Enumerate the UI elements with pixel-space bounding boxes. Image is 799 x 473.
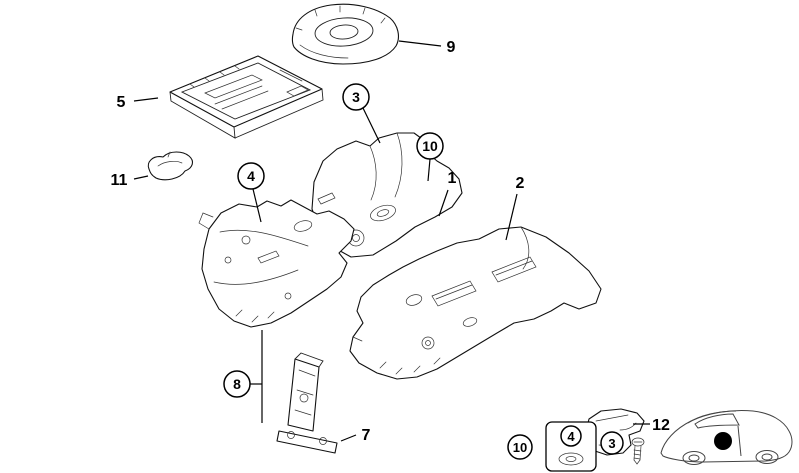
- legend-3-circle[interactable]: [600, 431, 624, 455]
- rear-carpet-detail-lines: [352, 226, 537, 375]
- callout-3-circle[interactable]: [342, 83, 370, 111]
- part-rear-floor-covering: [349, 226, 602, 380]
- callout-11-label[interactable]: 11: [111, 172, 128, 189]
- callout-10-circle[interactable]: [416, 132, 444, 160]
- callout-8-circle[interactable]: [223, 370, 251, 398]
- legend-item-4[interactable]: 4: [545, 421, 597, 472]
- callout-3-label[interactable]: 3: [352, 89, 360, 105]
- bracket-detail-lines: [287, 369, 327, 445]
- callout-9-label[interactable]: 9: [447, 39, 456, 56]
- legend-4-circle[interactable]: [560, 425, 582, 447]
- left-panel-detail-lines: [198, 212, 313, 323]
- cover-detail-lines: [295, 5, 386, 59]
- legend-10-label[interactable]: 10: [513, 440, 527, 455]
- part-footrest-bracket: [276, 352, 338, 454]
- callout-5[interactable]: 5: [117, 94, 126, 111]
- callout-10-label[interactable]: 10: [422, 138, 438, 154]
- callout-9[interactable]: 9: [447, 39, 456, 56]
- callout-1-label[interactable]: 1: [448, 170, 457, 187]
- legend-10-circle[interactable]: [507, 434, 533, 460]
- part-small-clip: [147, 151, 194, 181]
- part-insulation-cover: [291, 3, 399, 65]
- leader-lines: [133, 40, 650, 442]
- tray-detail-lines: [189, 65, 309, 110]
- callout-7[interactable]: 7: [362, 427, 371, 444]
- callout-11[interactable]: 11: [111, 172, 128, 189]
- fastener-legend: 10 4 3: [507, 421, 645, 472]
- callout-4[interactable]: 4: [237, 162, 265, 190]
- callout-8-label[interactable]: 8: [233, 376, 241, 392]
- callout-2-label[interactable]: 2: [516, 175, 525, 192]
- legend-item-3[interactable]: 3: [600, 431, 645, 465]
- callout-5-label[interactable]: 5: [117, 94, 126, 111]
- callout-1[interactable]: 1: [448, 170, 457, 187]
- grommet-icon: [558, 452, 584, 466]
- callout-7-label[interactable]: 7: [362, 427, 371, 444]
- callout-12[interactable]: 12: [652, 417, 670, 434]
- callout-10[interactable]: 10: [416, 132, 444, 160]
- callout-4-circle[interactable]: [237, 162, 265, 190]
- part-left-floor-covering: [198, 199, 355, 328]
- callout-2[interactable]: 2: [516, 175, 525, 192]
- part-location-dot: [714, 432, 732, 450]
- legend-item-10[interactable]: 10: [507, 434, 533, 460]
- callout-4-label[interactable]: 4: [247, 168, 255, 184]
- legend-4-label[interactable]: 4: [567, 429, 575, 444]
- part-storage-tray: [169, 55, 324, 139]
- callout-8[interactable]: 8: [223, 370, 251, 398]
- legend-3-label[interactable]: 3: [608, 436, 615, 451]
- car-location-thumbnail: [660, 410, 793, 465]
- screw-icon: [631, 437, 645, 465]
- callout-3[interactable]: 3: [342, 83, 370, 111]
- callout-12-label[interactable]: 12: [652, 417, 670, 434]
